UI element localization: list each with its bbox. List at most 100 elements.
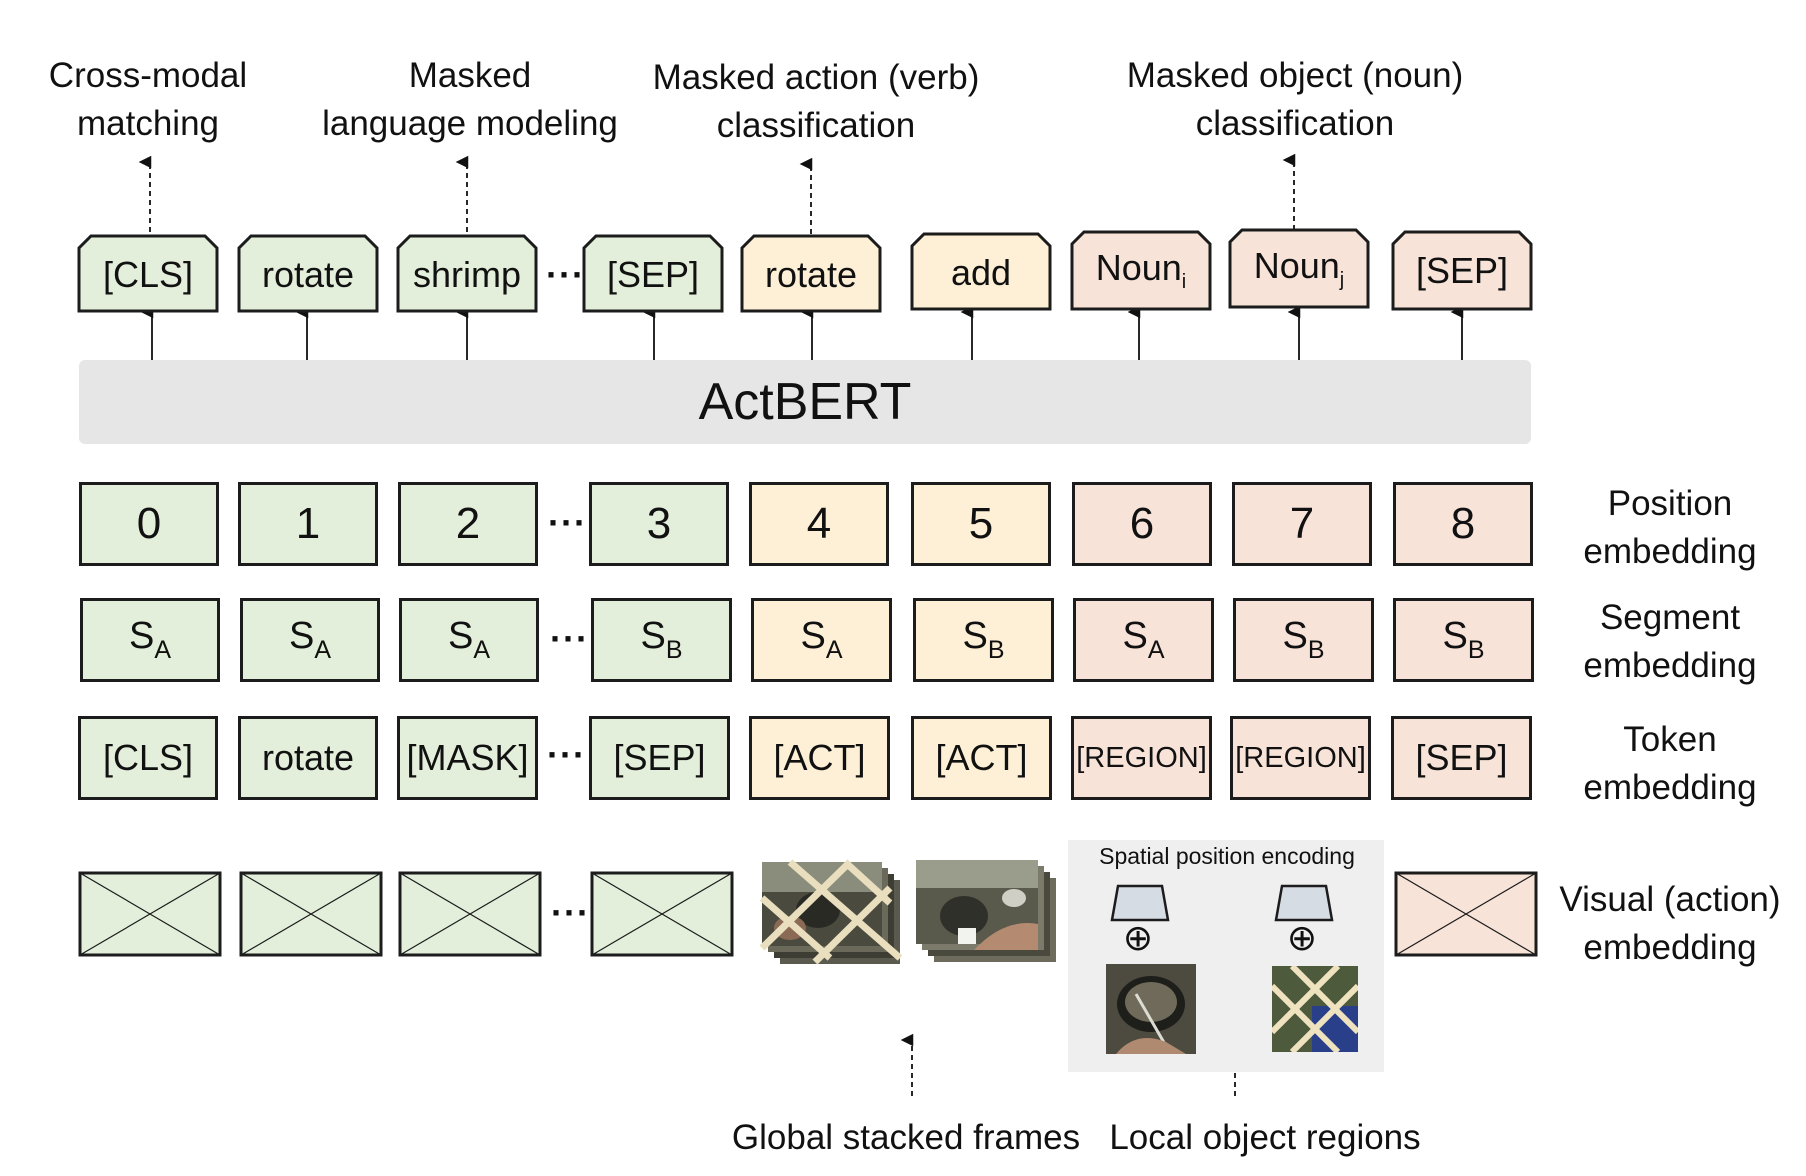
position-value: 0 — [136, 499, 162, 548]
add-icon: ⊕ — [1286, 917, 1318, 958]
position-value: 2 — [455, 499, 481, 548]
empty-visual-box — [590, 871, 734, 957]
output-token-text: Noun — [1253, 245, 1340, 287]
segment-subscript: B — [1307, 636, 1325, 664]
position-box: 4 — [749, 482, 889, 566]
segment-subscript: B — [665, 636, 683, 664]
objective-label-line2: classification — [1195, 104, 1395, 143]
stacked-frames-clip-2 — [916, 860, 1056, 962]
model-name: ActBERT — [698, 373, 912, 431]
segment-box: SA — [240, 598, 380, 682]
empty-visual-box — [1394, 871, 1538, 957]
token-box: [SEP] — [589, 716, 730, 800]
row-label-segment: Segment embedding — [1560, 594, 1780, 690]
ellipsis: ··· — [547, 734, 586, 775]
segment-subscript: A — [154, 636, 172, 664]
token-box: [ACT] — [911, 716, 1052, 800]
position-value: 8 — [1450, 499, 1476, 548]
ellipsis: ··· — [546, 254, 585, 295]
output-token-add: add — [912, 234, 1050, 312]
output-token-subscript: j — [1339, 269, 1345, 292]
segment-box: SB — [591, 598, 732, 682]
token-text: [SEP] — [1415, 737, 1508, 778]
label-global-stacked-frames: Global stacked frames — [731, 1118, 1081, 1157]
objective-label-line1: Masked object (noun) — [1126, 56, 1464, 95]
objective-label-line1: Masked action (verb) — [652, 58, 980, 97]
segment-letter: S — [1442, 615, 1468, 657]
row-label-line2: embedding — [1583, 768, 1757, 807]
output-token-shape — [1070, 230, 1212, 311]
token-box: rotate — [238, 716, 378, 800]
token-box: [CLS] — [78, 716, 218, 800]
output-token-shape — [396, 234, 538, 313]
segment-letter: S — [640, 615, 666, 657]
token-box: [SEP] — [1391, 716, 1532, 800]
output-token-shape — [740, 234, 882, 313]
segment-subscript: A — [1147, 636, 1165, 664]
output-token-rotate: rotate — [239, 236, 377, 314]
row-label-token: Token embedding — [1560, 716, 1780, 812]
segment-box: SB — [1233, 598, 1374, 682]
output-token-text: [SEP] — [606, 254, 700, 295]
segment-subscript: B — [987, 636, 1005, 664]
position-box: 6 — [1072, 482, 1212, 566]
segment-letter: S — [288, 615, 315, 657]
empty-visual-box — [78, 871, 222, 957]
output-token-text: [SEP] — [1415, 250, 1509, 291]
segment-letter: S — [1122, 615, 1148, 657]
segment-box: SB — [1393, 598, 1534, 682]
row-label-line1: Visual (action) — [1559, 880, 1781, 919]
dashed-arrows — [138, 153, 1296, 1096]
output-token-text: shrimp — [412, 254, 522, 295]
empty-visual-box — [239, 871, 383, 957]
output-token-noun-i: Nouni — [1072, 232, 1210, 310]
output-token-shape — [1228, 228, 1370, 309]
position-value: 7 — [1289, 499, 1315, 548]
trapezoid-encoder-icon — [1274, 884, 1334, 922]
position-box: 7 — [1232, 482, 1372, 566]
segment-box: SA — [399, 598, 539, 682]
segment-box: SB — [913, 598, 1054, 682]
object-region-pot — [1106, 964, 1196, 1054]
objective-label-line1: Masked — [408, 56, 532, 95]
token-text: [SEP] — [613, 737, 706, 778]
output-token-subscript: i — [1181, 271, 1187, 294]
position-value: 1 — [295, 499, 321, 548]
output-token-sep: [SEP] — [584, 236, 722, 314]
token-text: [ACT] — [935, 737, 1028, 778]
position-box: 3 — [589, 482, 729, 566]
objective-masked-language: Masked language modeling — [310, 52, 630, 148]
segment-letter: S — [800, 615, 826, 657]
row-label-line1: Position — [1607, 484, 1733, 523]
output-token-shapes — [77, 228, 1533, 313]
segment-subscript: A — [473, 636, 491, 664]
position-value: 4 — [806, 499, 832, 548]
position-box: 5 — [911, 482, 1051, 566]
objective-label-line1: Cross-modal — [48, 56, 248, 95]
objective-cross-modal: Cross-modal matching — [38, 52, 258, 148]
segment-subscript: B — [1467, 636, 1485, 664]
segment-letter: S — [447, 615, 474, 657]
token-text: rotate — [261, 737, 355, 778]
token-text: [REGION] — [1235, 741, 1366, 774]
output-token-sep-region: [SEP] — [1393, 232, 1531, 310]
segment-subscript: A — [314, 636, 332, 664]
token-text: [MASK] — [406, 737, 529, 778]
row-label-line1: Segment — [1599, 598, 1741, 637]
add-icon: ⊕ — [1122, 917, 1154, 958]
segment-box: SA — [80, 598, 220, 682]
row-label-line1: Token — [1623, 720, 1717, 759]
output-token-shape — [237, 234, 379, 313]
objective-masked-object: Masked object (noun) classification — [1110, 52, 1480, 148]
empty-visual-box — [398, 871, 542, 957]
token-text: [ACT] — [773, 737, 866, 778]
output-token-text: [CLS] — [102, 254, 194, 295]
ellipsis: ··· — [551, 892, 590, 933]
objective-masked-action: Masked action (verb) classification — [636, 54, 996, 150]
output-token-shrimp: shrimp — [398, 236, 536, 314]
position-box: 1 — [238, 482, 378, 566]
output-token-rotate-action: rotate — [742, 236, 880, 314]
output-token-cls: [CLS] — [79, 236, 217, 314]
